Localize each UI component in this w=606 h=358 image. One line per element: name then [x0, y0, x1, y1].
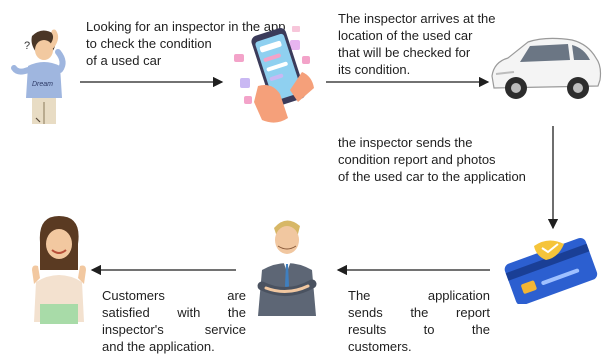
credit-card-icon — [504, 237, 598, 304]
confused-person-icon: ? Dream — [11, 29, 66, 124]
inspector-icon — [257, 220, 317, 316]
step-customer-satisfied-text: Customers are satisfied with the inspect… — [102, 288, 246, 354]
svg-text:?: ? — [24, 40, 30, 52]
phone-app-icon — [234, 26, 314, 123]
step-send-report-text: the inspector sends the condition report… — [338, 135, 526, 184]
step-find-inspector-text: Looking for an inspector in the app to c… — [86, 19, 286, 68]
svg-text:Dream: Dream — [32, 81, 53, 88]
step-app-sends-text: The application sends the report results… — [348, 288, 490, 354]
step-inspector-arrives-text: The inspector arrives at the location of… — [338, 11, 496, 77]
happy-customer-icon — [32, 216, 86, 324]
car-icon — [491, 37, 602, 99]
